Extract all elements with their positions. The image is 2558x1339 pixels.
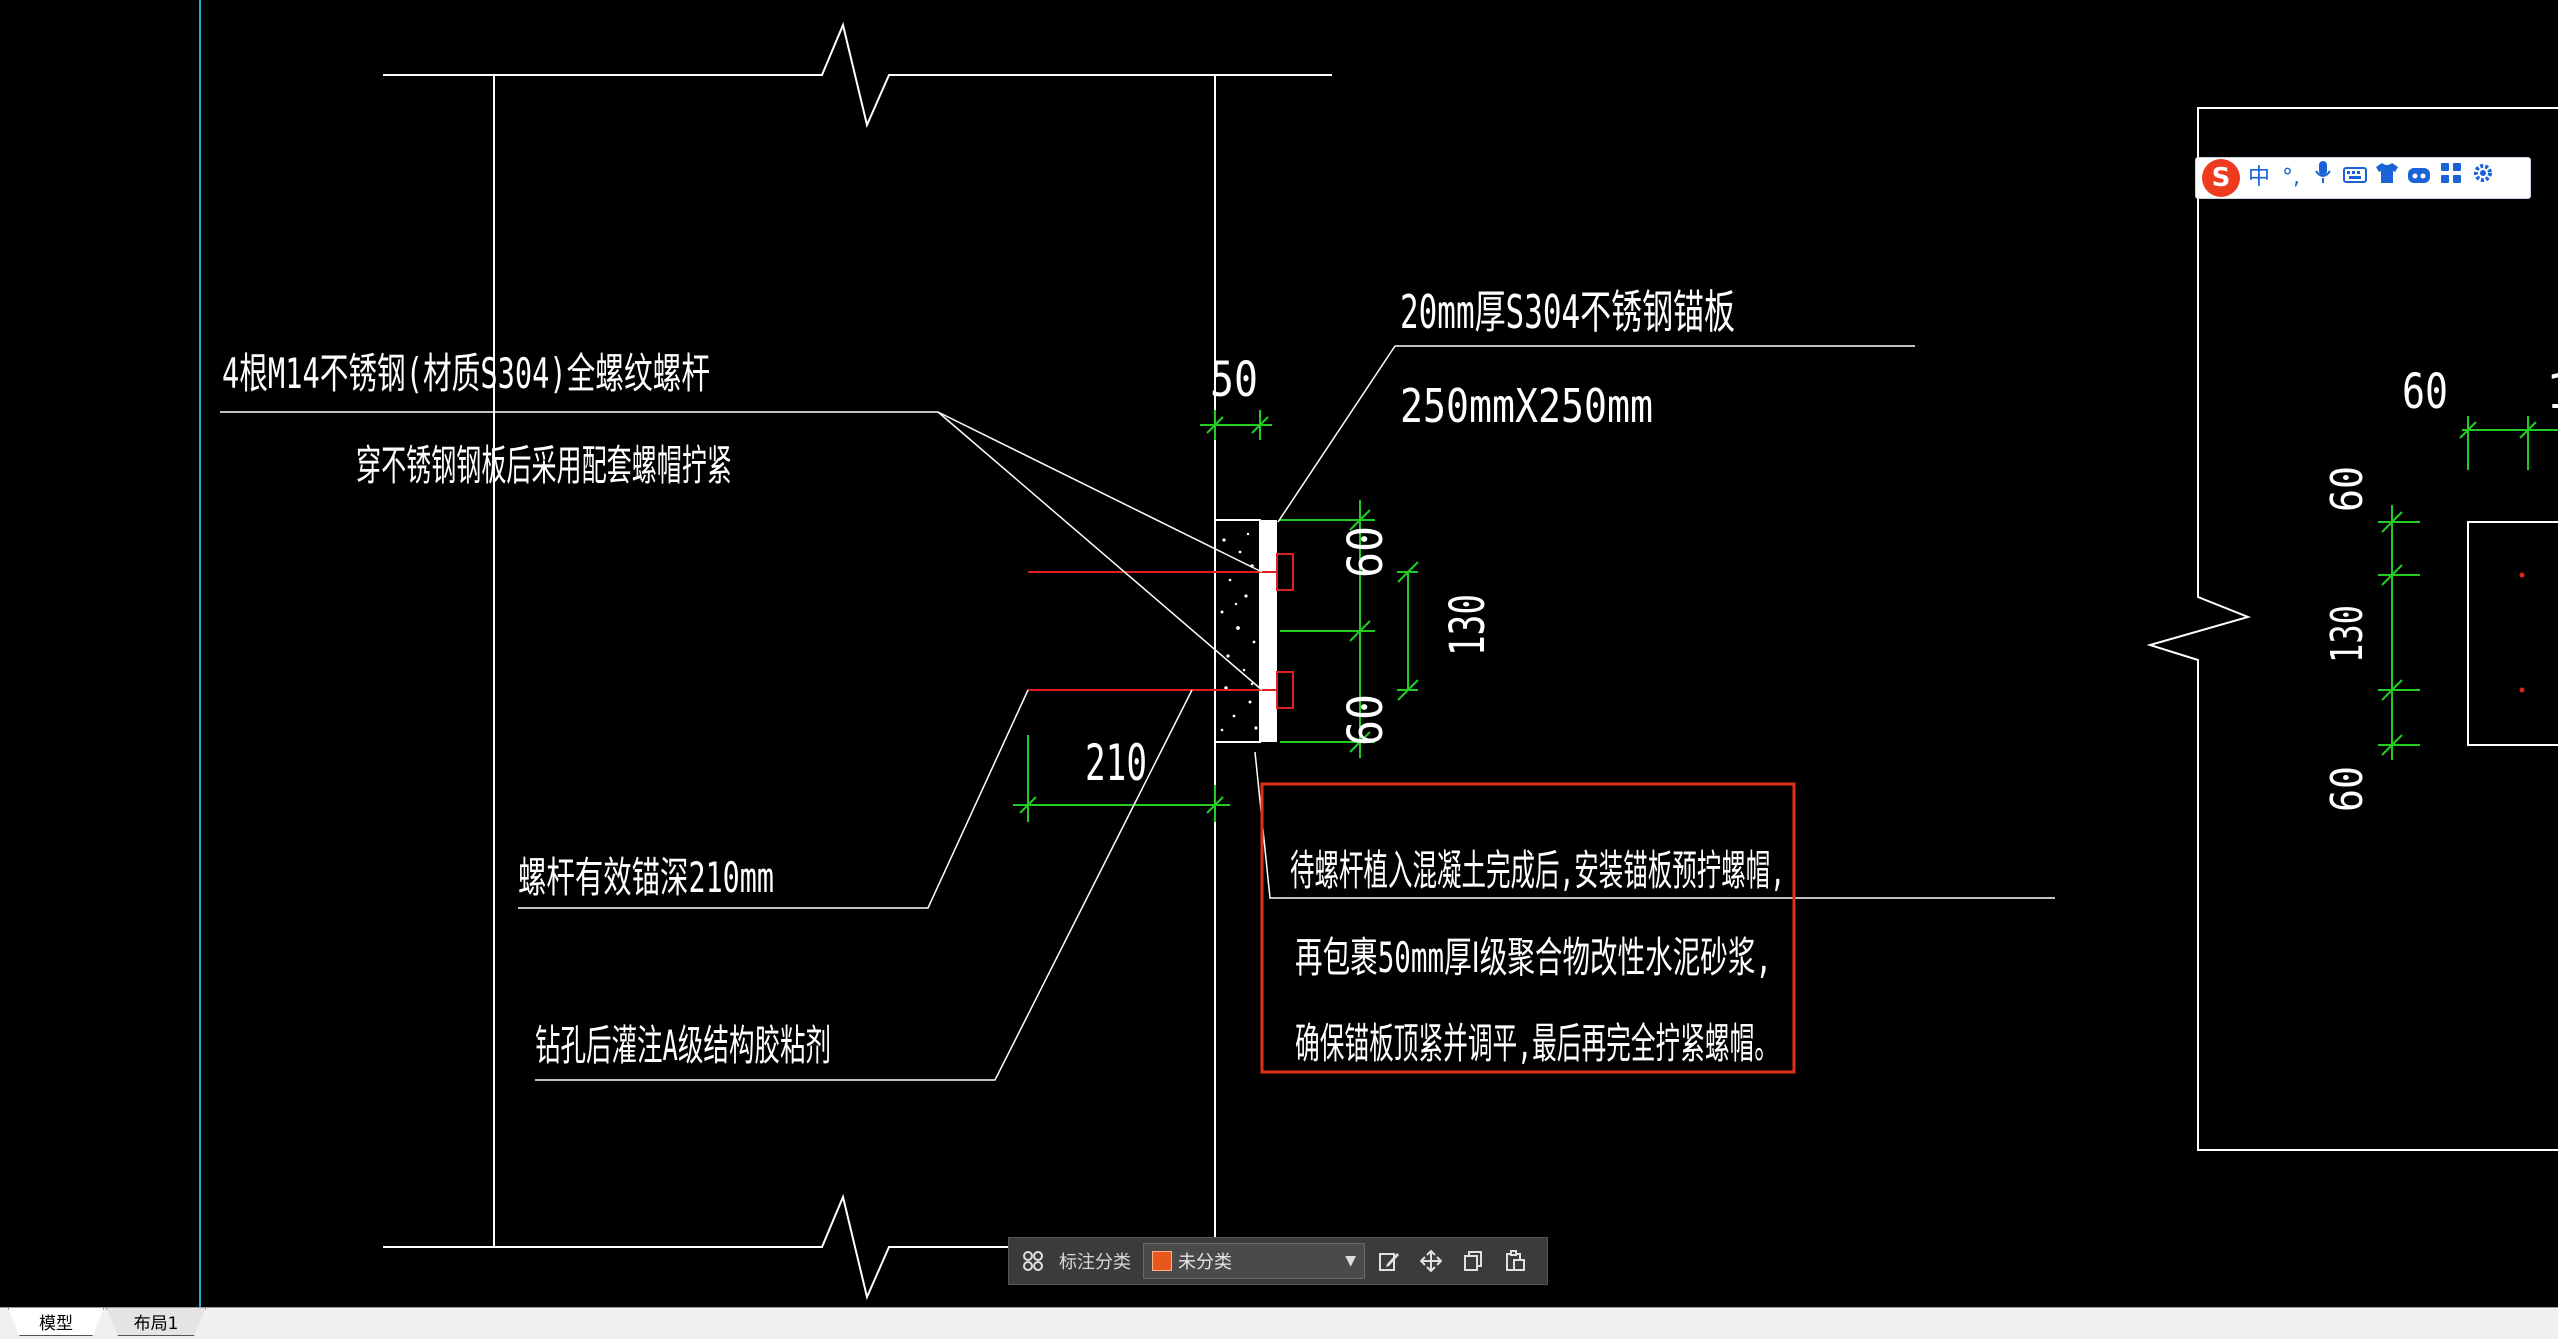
- dim-50-text: 50: [1210, 352, 1258, 408]
- bolt-note-line1: 4根M14不锈钢(材质S304)全螺纹螺杆: [222, 349, 710, 398]
- right-dim-130: 130: [2322, 605, 2373, 663]
- right-dim-60-top: 60: [2322, 466, 2373, 512]
- ime-mode-toggle[interactable]: 中: [2247, 165, 2270, 190]
- dim-210-text: 210: [1085, 734, 1147, 792]
- settings-icon[interactable]: [2470, 158, 2496, 198]
- annotation-category-label: 标注分类: [1059, 1252, 1131, 1273]
- move-icon[interactable]: [1413, 1243, 1449, 1279]
- copy-icon[interactable]: [1455, 1243, 1491, 1279]
- microphone-icon[interactable]: [2310, 158, 2336, 198]
- dim-60-top-text: 60: [1338, 526, 1394, 578]
- dim-60-bottom-text: 60: [1338, 694, 1394, 746]
- annotation-category-select[interactable]: 未分类 ▼: [1143, 1243, 1365, 1279]
- boxed-note-line2: 再包裹50mm厚Ⅰ级聚合物改性水泥砂浆,: [1295, 933, 1772, 982]
- plate-note-line2: 250mmX250mm: [1400, 379, 1653, 433]
- apps-grid-icon[interactable]: [1015, 1243, 1051, 1279]
- chevron-down-icon: ▼: [1345, 1253, 1356, 1269]
- leader-lines: [220, 345, 2055, 1081]
- column-section: [383, 21, 1332, 1301]
- dimension-lines: [1013, 410, 1419, 822]
- right-bolt-marks: [2519, 572, 2525, 693]
- tab-layout1[interactable]: 布局1: [106, 1308, 206, 1336]
- category-color-swatch: [1152, 1251, 1172, 1271]
- shirt-icon[interactable]: [2374, 158, 2400, 198]
- paste-icon[interactable]: [1497, 1243, 1533, 1279]
- annotation-category-value: 未分类: [1178, 1252, 1232, 1273]
- right-dim-60-h: 60: [2402, 364, 2448, 420]
- toolbox-icon[interactable]: [2406, 158, 2432, 198]
- glue-note: 钻孔后灌注A级结构胶粘剂: [535, 1021, 831, 1070]
- boxed-note-line3: 确保锚板顶紧并调平,最后再完全拧紧螺帽。: [1295, 1019, 1779, 1068]
- anchor-bolts: [1028, 553, 1294, 709]
- layout-tab-strip: 模型 布局1: [0, 1307, 2558, 1339]
- sogou-logo-icon[interactable]: S: [2202, 159, 2240, 197]
- right-dimension-lines: [2378, 416, 2558, 760]
- mortar-layer: [1214, 519, 1261, 743]
- plate-note-line1: 20mm厚S304不锈钢锚板: [1400, 285, 1735, 339]
- keyboard-icon[interactable]: [2342, 158, 2368, 198]
- right-dim-60-bottom: 60: [2322, 766, 2373, 812]
- right-dim-1: 1: [2546, 364, 2558, 420]
- highlight-box: [1260, 782, 1796, 1074]
- bolt-note-line2: 穿不锈钢钢板后采用配套螺帽拧紧: [356, 441, 732, 490]
- anchor-plate: [1260, 520, 1277, 742]
- boxed-note-line1: 待螺杆植入混凝土完成后,安装锚板预拧螺帽,: [1290, 846, 1785, 895]
- grid-icon[interactable]: [2438, 158, 2464, 198]
- anchor-depth-note: 螺杆有效锚深210mm: [518, 853, 774, 902]
- edit-icon[interactable]: [1371, 1243, 1407, 1279]
- dim-130-text: 130: [1440, 594, 1496, 656]
- annotation-toolbar[interactable]: 标注分类 未分类 ▼: [1008, 1237, 1548, 1285]
- ime-punct-toggle[interactable]: °,: [2282, 165, 2300, 190]
- ime-toolbar[interactable]: S 中 °,: [2195, 157, 2531, 199]
- drawing-canvas[interactable]: 4根M14不锈钢(材质S304)全螺纹螺杆 穿不锈钢钢板后采用配套螺帽拧紧 20…: [0, 0, 2558, 1307]
- tab-model[interactable]: 模型: [8, 1308, 104, 1336]
